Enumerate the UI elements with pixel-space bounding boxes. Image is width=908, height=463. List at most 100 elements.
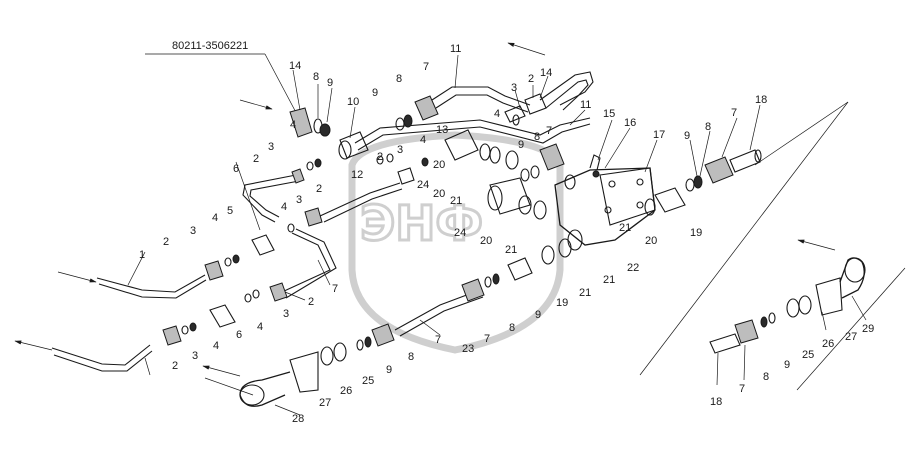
callout-19: 19 xyxy=(690,227,702,239)
callout-5: 6 xyxy=(236,329,242,341)
pipe-11-mid xyxy=(354,117,591,151)
callout-8: 8 xyxy=(534,131,540,143)
callout-3: 3 xyxy=(192,350,198,362)
callout-8: 8 xyxy=(509,322,515,334)
callout-17: 17 xyxy=(653,129,665,141)
callout-3: 3 xyxy=(283,308,289,320)
watermark-text: ЭНФ xyxy=(360,196,483,252)
callout-11: 11 xyxy=(450,43,461,55)
callout-24: 25 xyxy=(362,375,374,387)
callout-7: 7 xyxy=(423,61,429,73)
callout-7: 7 xyxy=(546,125,552,137)
callout-20: 20 xyxy=(433,159,445,171)
callout-2: 2 xyxy=(163,236,169,248)
pipe-6-upper xyxy=(242,174,300,223)
callout-24: 24 xyxy=(454,227,466,239)
callout-22: 22 xyxy=(627,262,639,274)
callout-21: 21 xyxy=(450,195,462,207)
callout-27: 28 xyxy=(292,413,304,425)
callout-3: 3 xyxy=(268,141,274,153)
callout-9: 9 xyxy=(327,77,333,89)
callout-labels: 14 8 9 10 11 9 8 7 3 2 14 4 11 15 16 17 … xyxy=(139,43,874,425)
callout-2: 2 xyxy=(253,153,259,165)
callout-25: 26 xyxy=(822,338,834,350)
callout-8: 8 xyxy=(313,71,319,83)
outlet-arrow-top xyxy=(507,42,546,56)
callout-8: 8 xyxy=(705,121,711,133)
callout-20: 21 xyxy=(579,287,591,299)
nut-7-top-left xyxy=(289,107,331,138)
callout-20: 20 xyxy=(433,188,445,200)
pipe-6-lower xyxy=(281,228,337,299)
inlet-arrow-left xyxy=(57,271,97,283)
callout-19: 19 xyxy=(556,297,568,309)
pipe-12 xyxy=(319,182,403,223)
callout-8: 8 xyxy=(763,371,769,383)
callout-9: 9 xyxy=(518,139,524,151)
callout-2: 2 xyxy=(172,360,178,372)
callout-7: 7 xyxy=(435,334,441,346)
watermark-emblem: ЭНФ xyxy=(348,131,564,354)
elbow-27-left xyxy=(239,351,319,407)
inset-frame xyxy=(639,101,906,391)
callout-3: 3 xyxy=(511,82,517,94)
callout-18: 18 xyxy=(755,94,767,106)
pipe-29 xyxy=(51,344,153,372)
callout-7: 7 xyxy=(739,383,745,395)
callout-1: 1 xyxy=(139,249,145,261)
callout-18: 18 xyxy=(710,396,722,408)
callout-12: 12 xyxy=(351,169,363,181)
assembly-code: 80211-3506221 xyxy=(172,40,248,52)
callout-11: 11 xyxy=(580,99,591,111)
outlet-arrow-elbow xyxy=(202,365,241,377)
callout-7: 7 xyxy=(731,107,737,119)
callout-21: 21 xyxy=(505,244,517,256)
outlet-arrow-bottom xyxy=(14,340,53,351)
callout-26: 27 xyxy=(845,331,857,343)
callout-4: 4 xyxy=(212,212,218,224)
couplings-5 xyxy=(162,234,288,346)
assembly-code-label: 80211-3506221 xyxy=(145,40,301,121)
callout-2: 2 xyxy=(316,183,322,195)
callout-2: 2 xyxy=(308,296,314,308)
callout-9: 9 xyxy=(386,364,392,376)
callout-6: 7 xyxy=(332,283,338,295)
callout-5: 5 xyxy=(227,205,233,217)
callout-20: 20 xyxy=(480,235,492,247)
elbow-27-right xyxy=(709,257,866,354)
callout-4: 4 xyxy=(290,119,296,131)
callout-23: 23 xyxy=(462,343,474,355)
callout-4: 4 xyxy=(420,134,426,146)
callout-24: 24 xyxy=(417,179,429,191)
callout-4: 4 xyxy=(257,321,263,333)
fitting-group-3-4 xyxy=(287,158,323,233)
callout-8: 8 xyxy=(396,73,402,85)
pipe-11-top xyxy=(431,71,594,113)
pipe-1 xyxy=(96,274,207,299)
callout-27: 29 xyxy=(862,323,874,335)
callout-15: 15 xyxy=(603,108,615,120)
right-fittings xyxy=(644,149,762,216)
callout-2: 2 xyxy=(377,151,383,163)
callout-13: 13 xyxy=(436,124,448,136)
callout-16: 16 xyxy=(624,117,636,129)
flow-arrows xyxy=(14,42,836,377)
lower-chain xyxy=(320,238,572,366)
callout-25: 26 xyxy=(340,385,352,397)
callout-3: 3 xyxy=(190,225,196,237)
callout-7: 7 xyxy=(484,333,490,345)
callout-7: 14 xyxy=(289,60,301,72)
outlet-arrow-right xyxy=(797,239,836,251)
callout-3: 3 xyxy=(296,194,302,206)
callout-21: 21 xyxy=(619,222,631,234)
callout-8: 8 xyxy=(408,351,414,363)
callout-6: 6 xyxy=(233,163,239,175)
callout-9: 9 xyxy=(372,87,378,99)
callout-2: 2 xyxy=(528,73,534,85)
callout-9: 9 xyxy=(535,309,541,321)
callout-4: 4 xyxy=(494,108,500,120)
callout-20: 20 xyxy=(645,235,657,247)
callout-4: 4 xyxy=(281,201,287,213)
callout-3: 3 xyxy=(397,144,403,156)
sleeve-10 xyxy=(338,131,369,160)
